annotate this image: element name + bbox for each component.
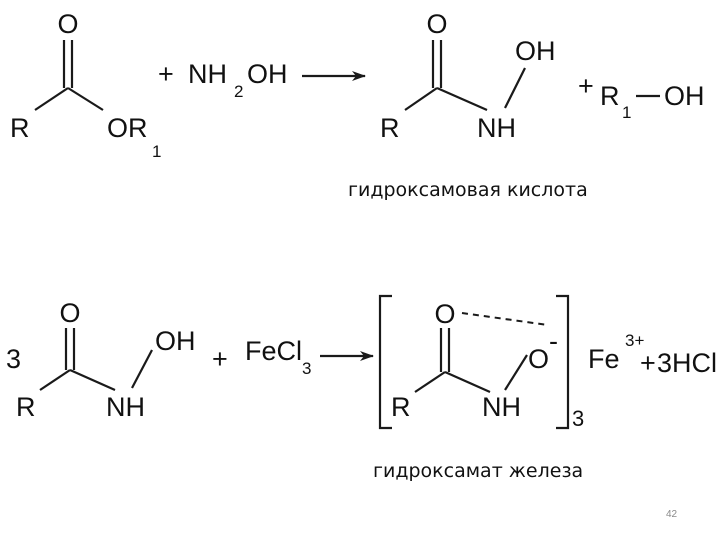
reactant-bond-n-o xyxy=(131,349,153,389)
reaction-2: 3 O OH R NH + FeCl 3 xyxy=(6,294,717,482)
stoichiometric-coefficient: 3 xyxy=(6,344,21,374)
hydroxamic-acid-structure: O OH R NH xyxy=(380,9,556,143)
complex-nh-label: NH xyxy=(482,392,521,422)
iron-hydroxamate-complex: O O - R NH 3 xyxy=(378,294,584,431)
ester-structure: O R OR 1 xyxy=(10,9,161,161)
iron-symbol: Fe xyxy=(588,344,620,374)
reactant-oh-label: OH xyxy=(155,326,196,356)
plus-sign-2: + xyxy=(578,71,594,101)
caption-iron-hydroxamate: гидроксамат железа xyxy=(373,460,583,482)
page-number: 42 xyxy=(666,509,678,520)
acid-nh-label: NH xyxy=(477,113,516,143)
hydroxamic-acid-reactant: O OH R NH xyxy=(16,298,196,422)
hydroxylamine-formula: NH 2 OH xyxy=(188,59,288,101)
reaction-1: O R OR 1 + NH 2 OH O OH R NH + R xyxy=(10,9,705,201)
complex-negative-charge: - xyxy=(549,326,558,356)
alcohol-subscript: 1 xyxy=(622,103,631,122)
left-square-bracket xyxy=(378,294,392,430)
fecl-subscript: 3 xyxy=(302,359,311,378)
hydroxylamine-oh: OH xyxy=(247,59,288,89)
bracket-subscript: 3 xyxy=(572,406,584,431)
iron-cation: Fe 3+ xyxy=(588,331,644,374)
complex-anion-o: O xyxy=(528,344,549,374)
ester-r-label: R xyxy=(10,113,30,143)
ester-or-label: OR xyxy=(107,113,148,143)
iron-charge: 3+ xyxy=(625,331,644,350)
acid-bond-n-o xyxy=(504,67,526,109)
complex-bond-n-o xyxy=(504,354,528,391)
caption-hydroxamic-acid: гидроксамовая кислота xyxy=(348,179,588,201)
plus-sign-1: + xyxy=(158,59,174,89)
acid-oh-label: OH xyxy=(515,36,556,66)
reactant-bond-r-c xyxy=(39,369,71,391)
acid-bond-c-n xyxy=(436,86,488,112)
acid-carbonyl-o: O xyxy=(426,9,447,39)
complex-r-label: R xyxy=(391,392,411,422)
iron-chloride-formula: FeCl 3 xyxy=(245,336,311,378)
fecl-label: FeCl xyxy=(245,336,302,366)
ester-bond-r-c xyxy=(34,87,69,111)
right-square-bracket xyxy=(556,294,570,430)
alcohol-formula: R 1 OH xyxy=(600,81,705,122)
acid-bond-r-c xyxy=(404,87,438,111)
reactant-r-label: R xyxy=(16,392,36,422)
reactant-carbonyl-o: O xyxy=(59,298,80,328)
complex-bond-r-c xyxy=(414,371,446,393)
alcohol-r: R xyxy=(600,81,620,111)
ester-or-subscript: 1 xyxy=(152,142,161,161)
alcohol-oh: OH xyxy=(664,81,705,111)
complex-bond-c-n xyxy=(444,370,491,394)
acid-r-label: R xyxy=(380,113,400,143)
ester-bond-c-o xyxy=(67,87,104,111)
reactant-bond-c-n xyxy=(69,368,116,392)
plus-sign-4: + xyxy=(640,348,656,378)
complex-carbonyl-o: O xyxy=(434,299,455,329)
reactant-nh-label: NH xyxy=(106,392,145,422)
hydroxylamine-subscript: 2 xyxy=(234,82,243,101)
plus-sign-3: + xyxy=(212,344,228,374)
hydrochloric-acid-formula: 3HCl xyxy=(657,348,717,378)
ester-carbonyl-o: O xyxy=(57,9,78,39)
hydroxylamine-nh: NH xyxy=(188,59,227,89)
chelate-dashed-bond xyxy=(461,312,549,326)
